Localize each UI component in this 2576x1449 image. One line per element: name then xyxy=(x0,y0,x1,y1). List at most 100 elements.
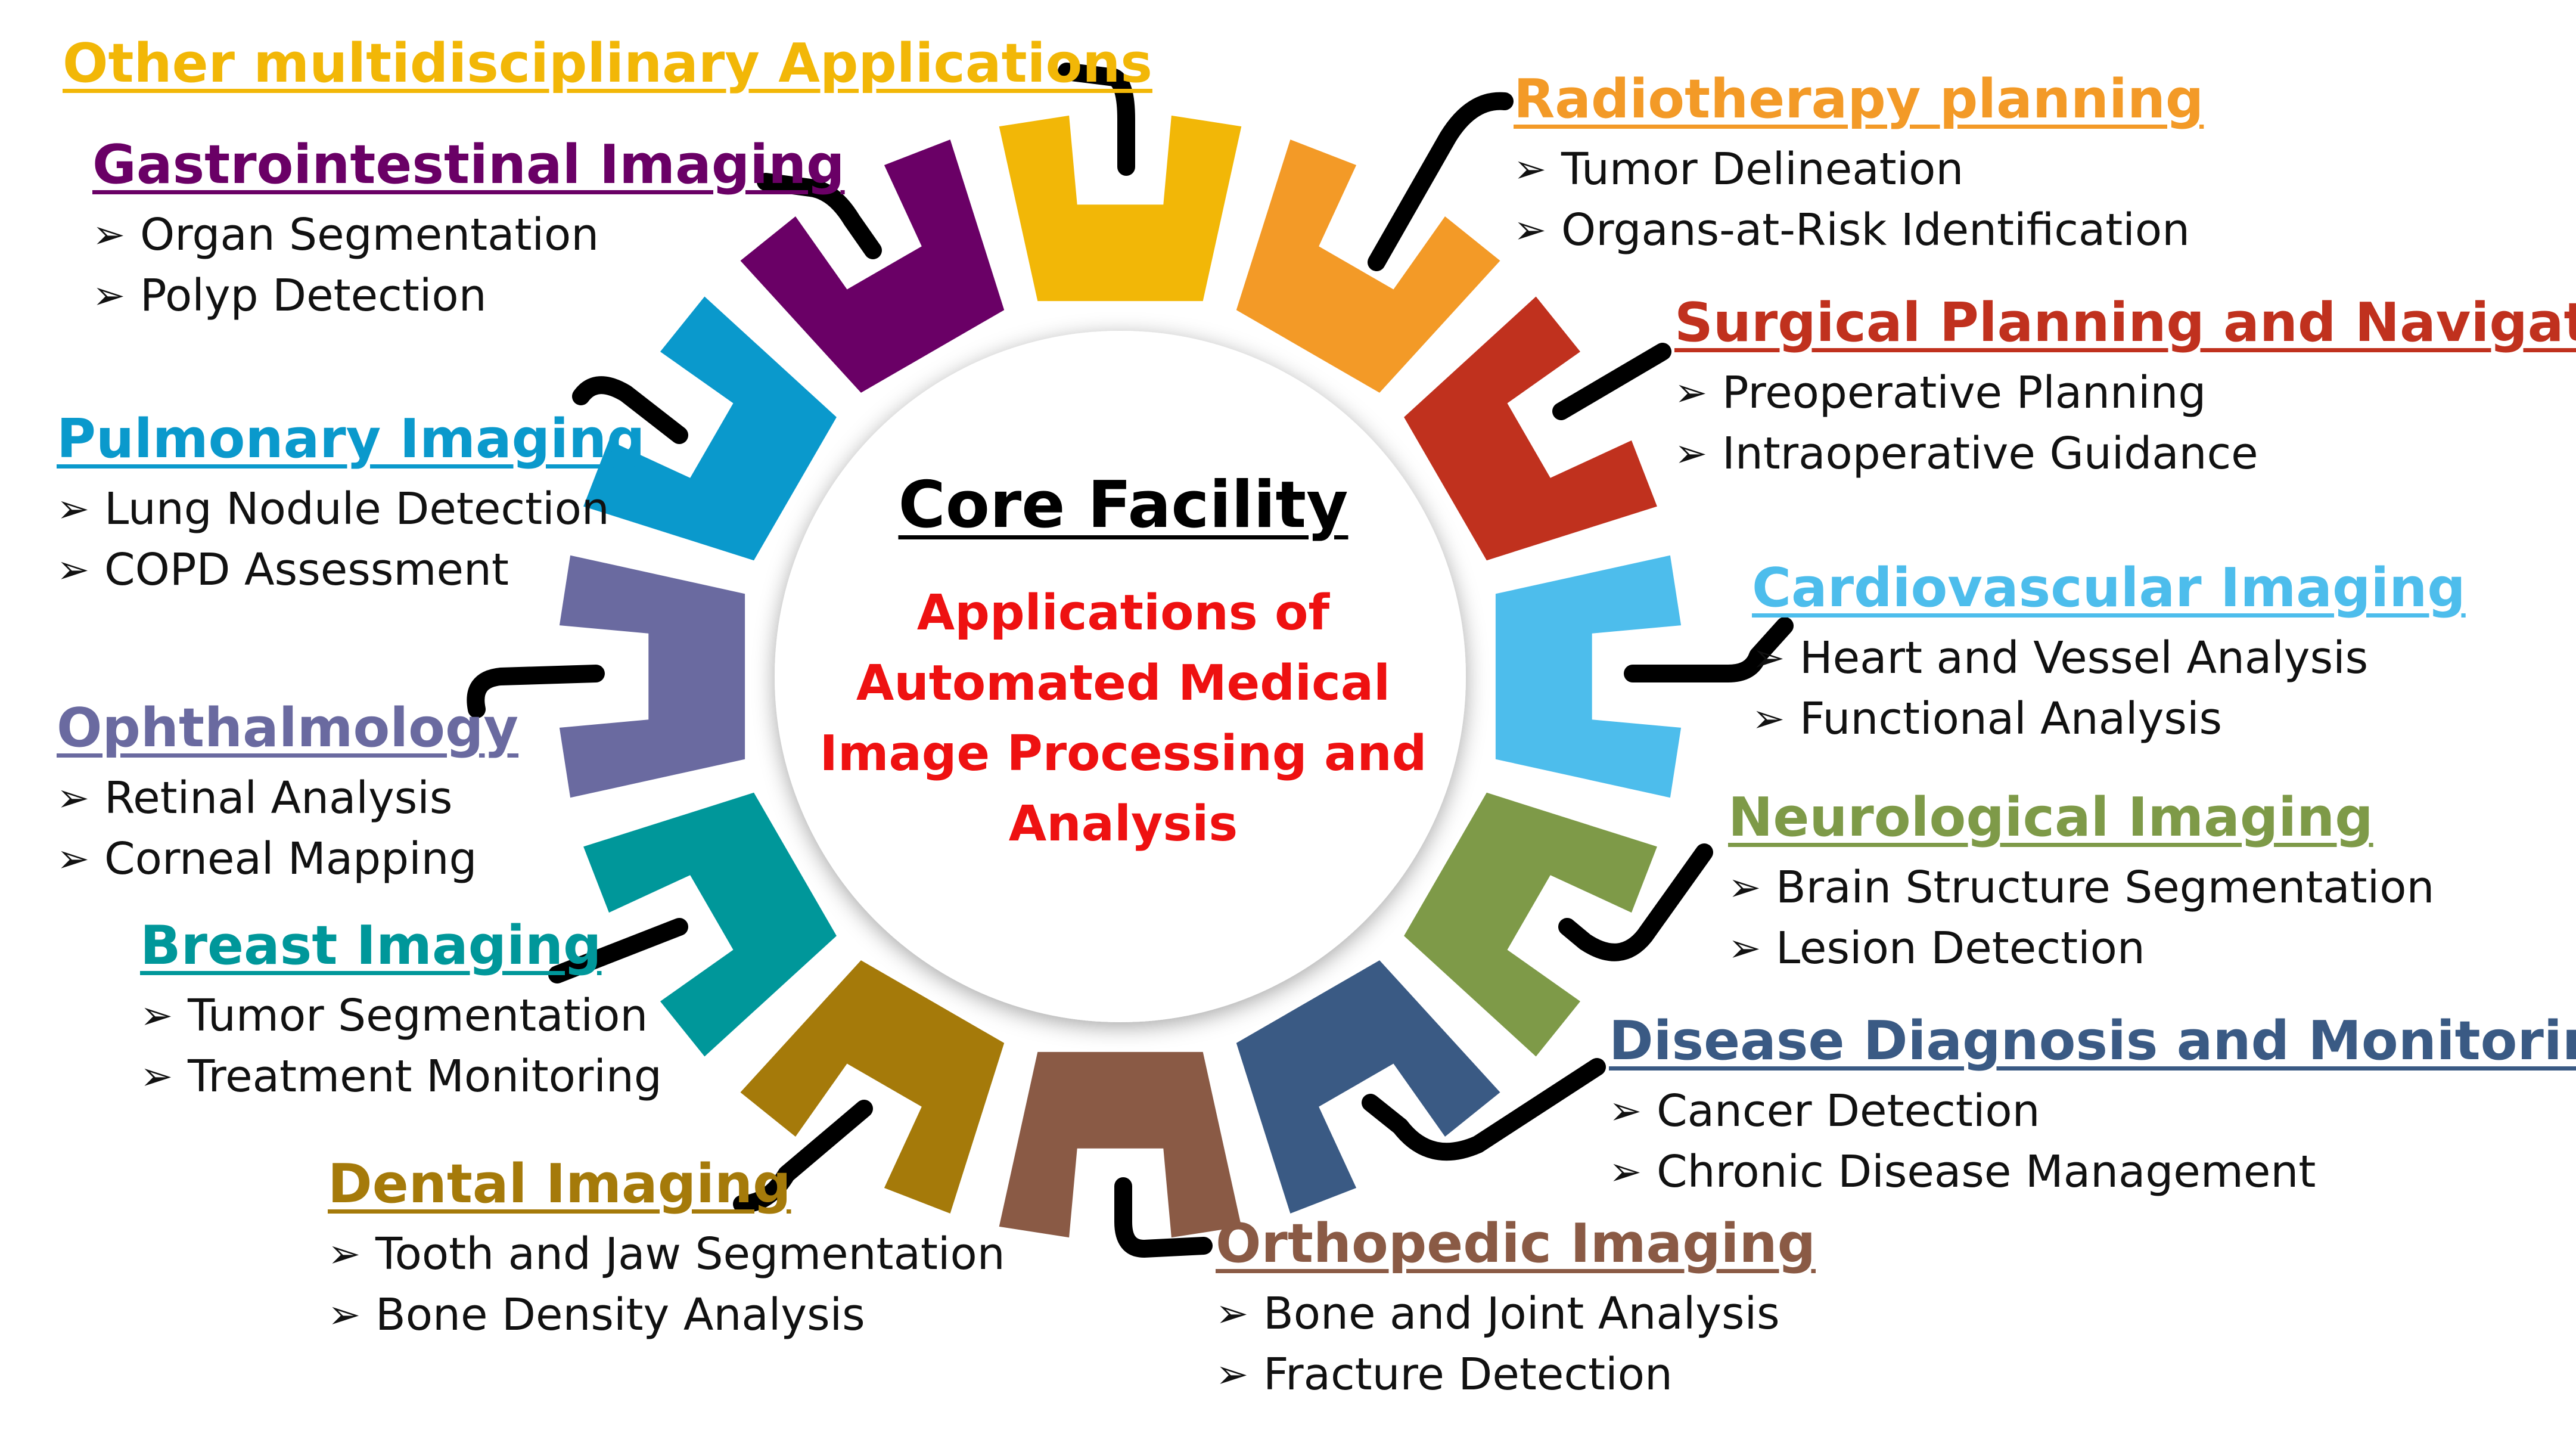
item-text: Retinal Analysis xyxy=(104,772,453,824)
category-title: Pulmonary Imaging xyxy=(57,408,645,470)
category-title: Other multidisciplinary Applications xyxy=(63,32,1152,95)
segment-neurological xyxy=(1404,792,1657,1057)
item-text: Tumor Segmentation xyxy=(188,989,648,1041)
category-orthopedic: Orthopedic Imaging➢Bone and Joint Analys… xyxy=(1216,1213,1816,1405)
arrow-bullet-icon: ➢ xyxy=(328,1291,361,1338)
item-text: Brain Structure Segmentation xyxy=(1776,861,2435,913)
list-item: ➢Polyp Detection xyxy=(92,265,845,326)
list-item: ➢ Brain Structure Segmentation xyxy=(1728,857,2434,918)
item-text: Polyp Detection xyxy=(140,269,487,321)
connector-other xyxy=(1058,63,1135,176)
item-text: Corneal Mapping xyxy=(104,833,477,885)
arrow-bullet-icon: ➢ xyxy=(140,992,173,1038)
item-text: Chronic Disease Management xyxy=(1657,1146,2316,1197)
segment-orthopedic xyxy=(999,1051,1242,1238)
list-item: ➢ Tumor Delineation xyxy=(1514,139,2204,200)
item-text: Treatment Monitoring xyxy=(188,1050,662,1102)
category-title: Dental Imaging xyxy=(328,1153,791,1215)
item-text: Fracture Detection xyxy=(1263,1348,1673,1400)
list-item: ➢ Heart and Vessel Analysis xyxy=(1752,628,2466,688)
category-disease: Disease Diagnosis and Monitoring➢Cancer … xyxy=(1609,1010,2576,1202)
item-text: Cancer Detection xyxy=(1657,1085,2040,1137)
category-items: ➢ Tumor Delineation ➢ Organs-at-Risk Identi… xyxy=(1514,139,2204,260)
category-title: Cardiovascular Imaging xyxy=(1752,557,2466,619)
list-item: ➢ Retinal Analysis xyxy=(57,768,518,829)
category-items: ➢Preoperative Planning➢Intraoperative Gu… xyxy=(1674,362,2576,484)
item-text: Lung Nodule Detection xyxy=(104,483,610,535)
category-neurological: Neurological Imaging ➢ Brain Structure Seg… xyxy=(1728,787,2434,979)
arrow-bullet-icon: ➢ xyxy=(1728,924,1761,971)
connector-dental xyxy=(733,1100,873,1213)
list-item: ➢Bone and Joint Analysis xyxy=(1216,1283,1816,1344)
category-ophthalmology: Ophthalmology➢Retinal Analysis➢Corneal M… xyxy=(57,697,518,889)
category-dental: Dental Imaging ➢Tooth and Jaw Segmentatio… xyxy=(328,1153,1005,1345)
core-facility-subtitle: Applications of Automated Medical Image … xyxy=(819,585,1427,852)
category-items: ➢Bone and Joint Analysis➢Fracture Detect… xyxy=(1216,1283,1816,1405)
connector-neurological xyxy=(1558,843,1713,961)
list-item: ➢ Organ Segmentation xyxy=(92,204,845,265)
arrow-bullet-icon: ➢ xyxy=(57,485,90,532)
list-item: ➢ Tumor Segmentation xyxy=(140,985,662,1046)
arrow-bullet-icon: ➢ xyxy=(1674,430,1708,476)
connector-ophthalmology xyxy=(467,665,605,718)
list-item: ➢Tooth and Jaw Segmentation xyxy=(328,1224,1005,1284)
item-text: COPD Assessment xyxy=(104,544,509,595)
arrow-bullet-icon: ➢ xyxy=(1514,206,1547,253)
category-title: Neurological Imaging xyxy=(1728,786,2373,849)
list-item: ➢Cancer Detection xyxy=(1609,1081,2576,1141)
category-items: ➢ Retinal Analysis ➢ Corneal Mapping xyxy=(57,768,518,889)
connector-surgical xyxy=(1552,343,1671,420)
category-other: Other multidisciplinary Applications xyxy=(63,33,1152,95)
category-radiotherapy: Radiotherapy planning➢Tumor Delineation➢… xyxy=(1514,69,2204,260)
list-item: ➢Fracture Detection xyxy=(1216,1344,1816,1405)
segment-pulmonary xyxy=(583,296,837,561)
connector-radiotherapy xyxy=(1368,92,1514,271)
arrow-bullet-icon: ➢ xyxy=(92,211,126,257)
segment-ophthalmology xyxy=(559,555,745,798)
connector-breast xyxy=(548,918,688,983)
category-items: ➢ Lung Nodule Detection ➢ COPD Assessment xyxy=(57,479,645,600)
item-text: Heart and Vessel Analysis xyxy=(1800,632,2369,684)
arrow-bullet-icon: ➢ xyxy=(57,835,90,882)
arrow-bullet-icon: ➢ xyxy=(1728,864,1761,910)
category-items: ➢ Tumor Segmentation ➢ Treatment Monitoring xyxy=(140,985,662,1107)
list-item: ➢Preoperative Planning xyxy=(1674,362,2576,423)
segment-other xyxy=(999,115,1242,302)
segment-radiotherapy xyxy=(1236,139,1500,393)
arrow-bullet-icon: ➢ xyxy=(1514,145,1547,192)
segment-breast xyxy=(583,792,837,1057)
core-facility-title: Core Facility xyxy=(898,468,1348,542)
item-text: Bone Density Analysis xyxy=(375,1289,865,1341)
item-text: Tumor Delineation xyxy=(1561,143,1964,195)
list-item: ➢Lesion Detection xyxy=(1728,918,2434,979)
arrow-bullet-icon: ➢ xyxy=(57,546,90,592)
arrow-bullet-icon: ➢ xyxy=(140,1053,173,1099)
item-text: Organ Segmentation xyxy=(140,209,599,260)
segment-cardiovascular xyxy=(1495,555,1682,798)
arrow-bullet-icon: ➢ xyxy=(1609,1148,1642,1194)
category-items: ➢ Heart and Vessel Analysis➢Functional An… xyxy=(1752,628,2466,749)
list-item: ➢ COPD Assessment xyxy=(57,539,645,600)
category-items: ➢Cancer Detection ➢ Chronic Disease Manage… xyxy=(1609,1081,2576,1202)
list-item: ➢ Lung Nodule Detection xyxy=(57,479,645,539)
category-items: ➢ Organ Segmentation➢Polyp Detection xyxy=(92,204,845,326)
connector-orthopedic xyxy=(1114,1177,1213,1258)
category-title: Radiotherapy planning xyxy=(1514,68,2204,131)
category-breast: Breast Imaging➢Tumor Segmentation➢Treatm… xyxy=(140,915,662,1107)
core-facility-circle xyxy=(775,331,1466,1022)
arrow-bullet-icon: ➢ xyxy=(1752,634,1785,681)
category-cardiovascular: Cardiovascular Imaging ➢ Heart and Vessel … xyxy=(1752,557,2466,749)
list-item: ➢Intraoperative Guidance xyxy=(1674,423,2576,484)
arrow-bullet-icon: ➢ xyxy=(328,1230,361,1277)
item-text: Organs-at-Risk Identification xyxy=(1561,204,2190,256)
arrow-bullet-icon: ➢ xyxy=(57,774,90,821)
connector-lines xyxy=(467,63,1794,1258)
list-item: ➢ Bone Density Analysis xyxy=(328,1284,1005,1345)
wheel-segments xyxy=(559,115,1682,1238)
list-item: ➢Functional Analysis xyxy=(1752,688,2466,749)
connector-gastro xyxy=(757,173,882,259)
list-item: ➢ Chronic Disease Management xyxy=(1609,1141,2576,1202)
category-title: Gastrointestinal Imaging xyxy=(92,134,845,196)
core-facility-center: Core Facility Applications of Automated … xyxy=(787,468,1460,860)
